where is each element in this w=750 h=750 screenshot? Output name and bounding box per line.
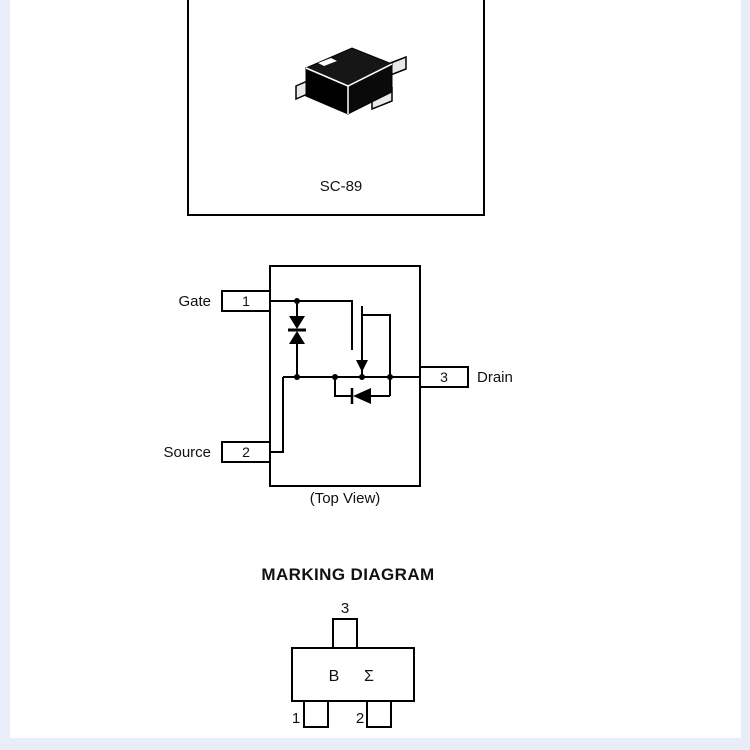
gate-zener-diode [288, 316, 306, 344]
marking-package-body [291, 647, 415, 702]
junction-dot [294, 298, 300, 304]
zener-lower-triangle [289, 331, 305, 344]
page-edge-left [0, 0, 10, 750]
package-3d-drawing [295, 47, 407, 115]
pin1-name-label: Gate [178, 293, 211, 310]
mosfet-arrow [356, 360, 368, 372]
pin3-number: 3 [440, 369, 448, 385]
drain-wire [362, 314, 391, 396]
marking-pin1-number: 1 [292, 710, 300, 727]
package-name-label: SC-89 [320, 178, 363, 195]
page-edge-right [741, 0, 750, 750]
package-drawing-panel: SC-89 [187, 0, 485, 216]
pin1-number: 1 [242, 293, 250, 309]
junction-dots [294, 298, 393, 380]
pin3-name-label: Drain [477, 369, 513, 386]
marking-pin2-number: 2 [356, 710, 364, 727]
source-pin-wire [270, 377, 284, 453]
package-body-top-highlight [318, 58, 337, 66]
zener-upper-triangle [289, 316, 305, 329]
marking-diagram-title: MARKING DIAGRAM [261, 565, 434, 584]
junction-dot [294, 374, 300, 380]
schematic-wires [270, 300, 420, 453]
marking-bottom-right-pin [366, 700, 392, 728]
pin2-name-label: Source [163, 444, 211, 461]
marking-code-right: Σ [364, 668, 374, 685]
junction-dot [387, 374, 393, 380]
body-diode [350, 388, 371, 404]
marking-bottom-left-pin [303, 700, 329, 728]
body-diode-left-wire [334, 377, 352, 397]
body-diode-triangle [353, 388, 371, 404]
gate-wire [270, 300, 353, 350]
internal-schematic-panel: 1 2 3 Gate Source Drain (Top View) [163, 265, 513, 507]
marking-diagram-panel: MARKING DIAGRAM 3 B Σ 1 2 [261, 565, 434, 728]
page-edge-bottom [0, 738, 750, 750]
pin2-number: 2 [242, 444, 250, 460]
marking-top-pin [332, 618, 358, 649]
junction-dot [332, 374, 338, 380]
marking-pin3-number: 3 [341, 600, 349, 617]
junction-dot [359, 374, 365, 380]
top-view-caption: (Top View) [310, 490, 381, 507]
marking-code-left: B [329, 668, 340, 685]
